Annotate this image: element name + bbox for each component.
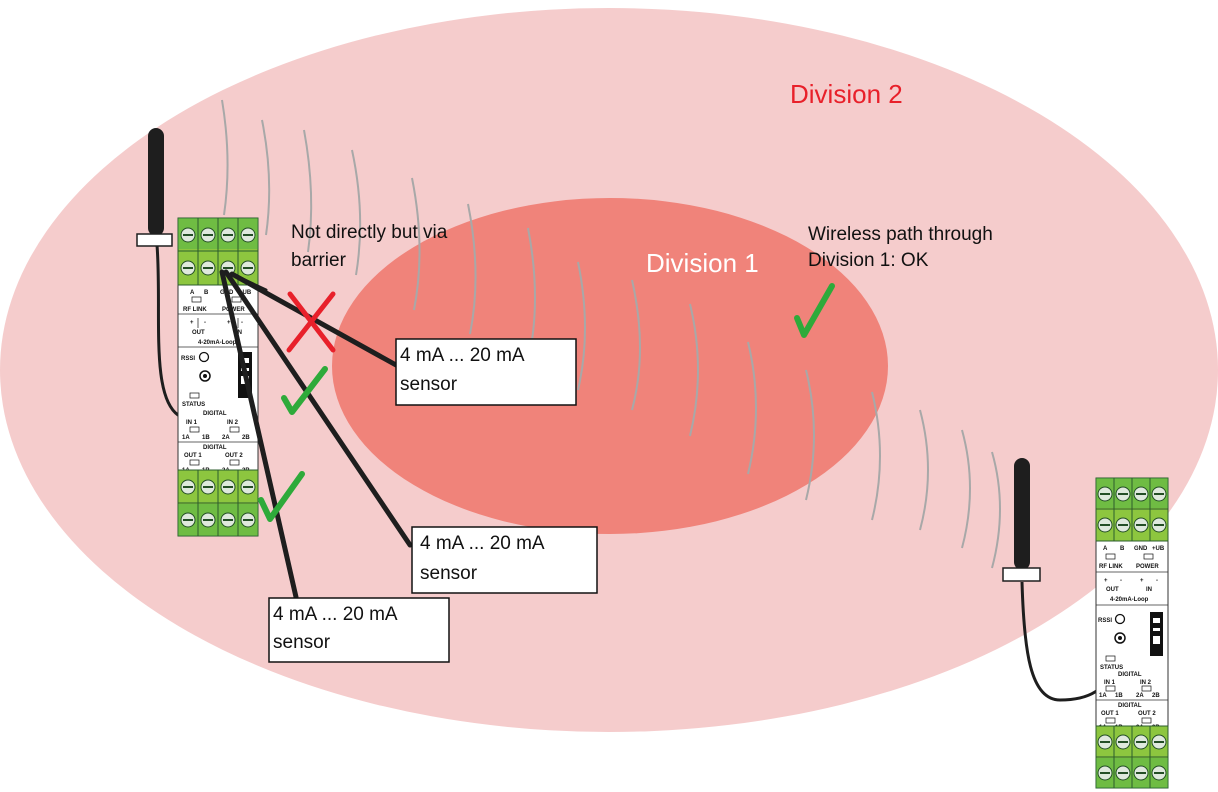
- label-rf-link: RF LINK: [183, 307, 207, 313]
- wave-arc: [991, 451, 1001, 569]
- label-out: OUT: [192, 330, 205, 336]
- check-icon-sensor-3: [258, 471, 305, 522]
- wave-arc: [805, 369, 815, 501]
- r-label-loop: 4-20mA-Loop: [1110, 597, 1149, 603]
- sensor-box-2: 4 mA ... 20 mA sensor: [411, 526, 598, 594]
- label-1b: 1B: [202, 435, 210, 441]
- division-1-label: Division 1: [646, 248, 759, 278]
- wireless-note-line-2: Division 1: OK: [808, 250, 929, 271]
- label-a: A: [190, 290, 195, 296]
- right-device-module: A B GND +UB RF LINK POWER + - + - OUT IN…: [1095, 477, 1169, 789]
- left-device-module: A B GND +UB RF LINK POWER + - + - OUT IN…: [177, 217, 259, 537]
- wireless-note: Wireless path through Division 1: OK: [808, 224, 998, 271]
- wave-arc: [221, 99, 229, 216]
- wave-arc: [303, 129, 313, 253]
- sensor-box-3: 4 mA ... 20 mA sensor: [268, 597, 450, 663]
- label-1a: 1A: [182, 435, 190, 441]
- r-label-in: IN: [1146, 587, 1152, 593]
- label-plus-in: +: [227, 320, 231, 326]
- sensor-3-line-1: 4 mA ... 20 mA: [273, 604, 398, 625]
- r-label-1b: 1B: [1115, 693, 1123, 699]
- wave-arc: [351, 149, 362, 276]
- wireless-note-line-1: Wireless path through: [808, 224, 993, 245]
- cross-icon: [286, 291, 336, 353]
- r-label-a: A: [1103, 546, 1108, 552]
- wave-arc: [467, 203, 477, 335]
- label-plus-out: +: [190, 320, 194, 326]
- wave-arc: [961, 429, 971, 549]
- r-label-b: B: [1120, 546, 1125, 552]
- wave-arc: [689, 303, 699, 437]
- r-label-rssi: RSSI: [1098, 618, 1112, 624]
- r-label-status: STATUS: [1100, 665, 1123, 671]
- sensor-box-1: 4 mA ... 20 mA sensor: [395, 338, 577, 406]
- r-label-gnd: GND: [1134, 546, 1148, 552]
- r-label-ub: +UB: [1152, 546, 1165, 552]
- label-in2: IN 2: [227, 420, 239, 426]
- wave-arc: [577, 261, 586, 391]
- label-ub: +UB: [239, 290, 252, 296]
- svg-text:4 mA ... 20 mA sensor: 4 mA ... 20 mA sensor: [420, 533, 549, 584]
- label-status: STATUS: [182, 402, 205, 408]
- r-label-minus-in: -: [1156, 578, 1158, 584]
- label-digital-out: DIGITAL: [203, 445, 227, 451]
- sensor-1-line-1: 4 mA ... 20 mA: [400, 345, 525, 366]
- r-label-plus-in: +: [1140, 578, 1144, 584]
- sensor-2-line-2: sensor: [420, 563, 478, 584]
- wave-arc: [871, 391, 881, 521]
- label-out2: OUT 2: [225, 453, 243, 459]
- r-label-in1: IN 1: [1104, 680, 1116, 686]
- label-minus-out: -: [204, 320, 206, 326]
- label-2b: 2B: [242, 435, 250, 441]
- division-1-zone: [332, 198, 888, 534]
- wire-to-sensor-3: [219, 269, 299, 600]
- label-loop: 4-20mA-Loop: [198, 340, 237, 346]
- r-label-digital-in: DIGITAL: [1118, 672, 1142, 678]
- r-rssi-led: [1114, 613, 1126, 625]
- sensor-2-line-1: 4 mA ... 20 mA: [420, 533, 545, 554]
- svg-text:4 mA ... 20 mA sensor: 4 mA ... 20 mA sensor: [273, 604, 402, 653]
- r-label-out2: OUT 2: [1138, 711, 1156, 717]
- sensor-1-line-2: sensor: [400, 374, 458, 395]
- label-rssi: RSSI: [181, 356, 195, 362]
- r-label-in2: IN 2: [1140, 680, 1152, 686]
- r-label-plus-out: +: [1104, 578, 1108, 584]
- label-digital-in: DIGITAL: [203, 411, 227, 417]
- r-label-power: POWER: [1136, 564, 1159, 570]
- barrier-note-line-2: barrier: [291, 250, 347, 271]
- label-in: IN: [236, 330, 242, 336]
- label-minus-in: -: [241, 320, 243, 326]
- label-in1: IN 1: [186, 420, 198, 426]
- check-icon-wireless: [794, 283, 835, 338]
- r-label-2a: 2A: [1136, 693, 1144, 699]
- r-label-out: OUT: [1106, 587, 1119, 593]
- r-label-1a: 1A: [1099, 693, 1107, 699]
- wave-arc: [411, 177, 421, 311]
- label-out1: OUT 1: [184, 453, 202, 459]
- label-power: POWER: [222, 307, 245, 313]
- r-label-rf-link: RF LINK: [1099, 564, 1123, 570]
- label-b: B: [204, 290, 209, 296]
- barrier-note-line-1: Not directly but via: [291, 222, 448, 243]
- label-2a: 2A: [222, 435, 230, 441]
- division-2-label: Division 2: [790, 79, 903, 109]
- right-wireless-device: A B GND +UB RF LINK POWER + - + - OUT IN…: [1002, 458, 1169, 789]
- barrier-note: Not directly but via barrier: [291, 222, 453, 271]
- wire-to-sensor-2: [223, 269, 413, 548]
- rssi-led: [198, 351, 210, 363]
- wave-arc: [919, 409, 929, 531]
- r-label-out1: OUT 1: [1101, 711, 1119, 717]
- r-label-minus-out: -: [1120, 578, 1122, 584]
- wave-arc: [631, 279, 641, 411]
- wave-arc: [747, 341, 757, 475]
- check-icon-sensor-2: [281, 366, 328, 415]
- svg-text:4 mA ... 20 mA sensor: 4 mA ... 20 mA sensor: [400, 345, 529, 395]
- r-label-2b: 2B: [1152, 693, 1160, 699]
- left-wireless-device: A B GND +UB RF LINK POWER + - + - OUT IN…: [136, 128, 259, 537]
- r-label-digital-out: DIGITAL: [1118, 703, 1142, 709]
- sensor-3-line-2: sensor: [273, 632, 331, 653]
- wave-arc: [261, 119, 271, 236]
